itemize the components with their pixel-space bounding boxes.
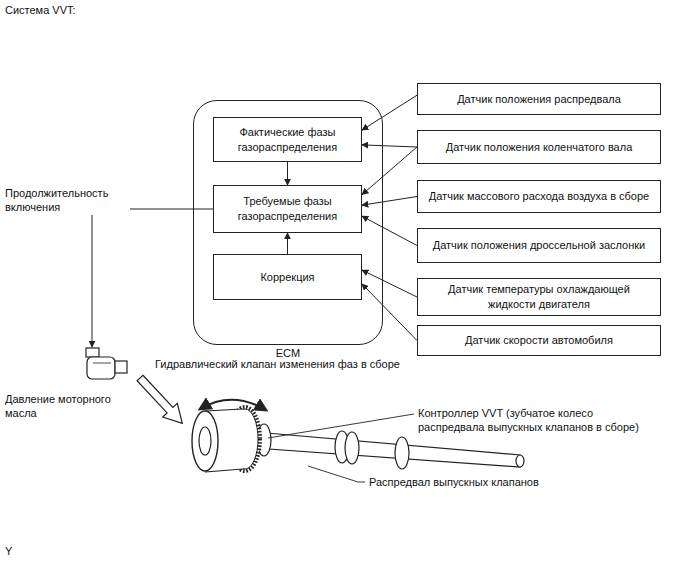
node-text: Коррекция [260, 270, 314, 285]
node-text: Датчик массового расхода воздуха в сборе [429, 189, 649, 204]
rotation-arrow [200, 400, 266, 410]
page-mark: Y [5, 544, 45, 558]
connector-arrow [287, 233, 288, 254]
connector-arrow [362, 197, 417, 206]
node-text: Требуемые фазы газораспределения [224, 194, 351, 224]
connector-arrow [92, 209, 213, 347]
sensor-box: Датчик положения распредвала [417, 83, 661, 115]
node-text: Датчик положения дроссельной заслонки [433, 238, 646, 253]
function-box: Фактические фазы газораспределения [213, 117, 362, 162]
sensor-box: Датчик скорости автомобиля [417, 325, 661, 356]
node-text: Фактические фазы газораспределения [224, 125, 351, 155]
node-text: Гидравлический клапан изменения фаз в сб… [153, 358, 402, 370]
edge-label: Продолжительность включения [5, 186, 130, 215]
connector-arrow [362, 216, 417, 245]
sensor-box: Датчик массового расхода воздуха в сборе [417, 180, 661, 213]
node-text: Датчик скорости автомобиля [465, 333, 613, 348]
sensor-box: Датчик положения коленчатого вала [417, 130, 661, 164]
node-text: Датчик положения распредвала [457, 92, 621, 107]
connector-arrow [362, 284, 417, 341]
sensor-box: Датчик положения дроссельной заслонки [417, 228, 661, 263]
cam-lobe [345, 432, 359, 464]
connector-arrow [362, 95, 417, 130]
diagram-title: Система VVT: [5, 3, 76, 17]
oil-pressure-arrow [133, 371, 190, 430]
camshaft [255, 432, 520, 467]
node-text: Датчик температуры охлаждающей жидкости … [428, 282, 650, 312]
leader-line [268, 414, 414, 438]
connector-arrow [287, 162, 288, 185]
connector-arrow [362, 145, 417, 147]
valve-node: Гидравлический клапан изменения фаз в сб… [85, 347, 415, 381]
function-box: Коррекция [213, 254, 362, 300]
part-label: Давление моторного масла [5, 392, 135, 421]
cam-lobe [395, 437, 409, 469]
part-label: Контроллер VVT (зубчатое колесо распредв… [418, 406, 646, 435]
leader-line [308, 466, 365, 482]
sensor-box: Датчик температуры охлаждающей жидкости … [417, 278, 661, 316]
solenoid-valve-icon [85, 347, 131, 381]
vvt-controller [192, 411, 218, 471]
connector-arrow [362, 147, 417, 195]
node-text: Датчик положения коленчатого вала [446, 140, 633, 155]
part-label: Распредвал выпускных клапанов [369, 475, 629, 489]
function-box: Требуемые фазы газораспределения [213, 185, 362, 233]
ecm-block: ECMФактические фазы газораспределенияТре… [193, 100, 383, 345]
